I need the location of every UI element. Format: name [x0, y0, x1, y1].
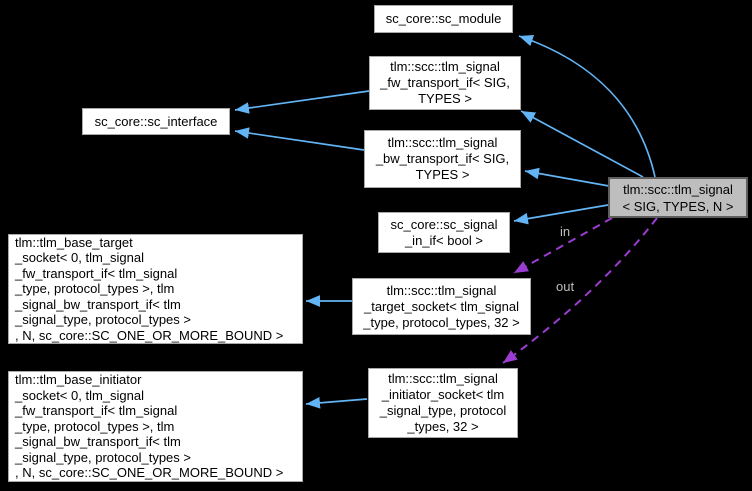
- edge-usage-out: [502, 217, 658, 364]
- node-label: tlm::scc::tlm_signal _target_socket< tlm…: [363, 282, 520, 330]
- edge-tlm-signal-to-fw-if: [520, 110, 644, 178]
- node-tlm-base-initiator-socket[interactable]: tlm::tlm_base_initiator _socket< 0, tlm_…: [8, 371, 303, 482]
- node-label: sc_core::sc_module: [385, 11, 502, 26]
- node-label: sc_core::sc_interface: [94, 113, 218, 129]
- edge-initiator-socket-to-base-initiator: [305, 397, 368, 409]
- edge-tlm-signal-to-bw-if: [524, 167, 610, 187]
- node-label: tlm::tlm_base_target _socket< 0, tlm_sig…: [15, 234, 284, 343]
- edge-usage-in: [513, 217, 613, 274]
- node-sc-core-sc-module[interactable]: sc_core::sc_module: [374, 5, 513, 33]
- node-label: sc_core::sc_signal _in_if< bool >: [390, 216, 498, 248]
- node-sc-core-sc-interface[interactable]: sc_core::sc_interface: [82, 108, 230, 135]
- node-tlm-signal-bw-transport-if[interactable]: tlm::scc::tlm_signal _bw_transport_if< S…: [364, 130, 521, 188]
- edge-tlm-signal-to-sc-module: [518, 35, 656, 178]
- node-label: tlm::scc::tlm_signal _initiator_socket< …: [379, 371, 507, 434]
- edge-label-out: out: [556, 279, 575, 294]
- node-tlm-signal-fw-transport-if[interactable]: tlm::scc::tlm_signal _fw_transport_if< S…: [369, 56, 521, 110]
- edge-fw-if-to-sc-interface: [234, 90, 370, 114]
- node-tlm-signal-initiator-socket[interactable]: tlm::scc::tlm_signal _initiator_socket< …: [368, 368, 518, 438]
- node-sc-core-sc-signal-in-if[interactable]: sc_core::sc_signal _in_if< bool >: [378, 212, 510, 253]
- edge-label-in: in: [560, 224, 571, 239]
- node-label: tlm::scc::tlm_signal < SIG, TYPES, N >: [622, 181, 734, 214]
- edge-tlm-signal-to-sc-signal-in-if: [513, 204, 609, 225]
- node-label: tlm::scc::tlm_signal _bw_transport_if< S…: [375, 135, 510, 182]
- node-tlm-signal-target-socket[interactable]: tlm::scc::tlm_signal _target_socket< tlm…: [352, 278, 531, 335]
- node-label: tlm::scc::tlm_signal _fw_transport_if< S…: [380, 59, 510, 106]
- edge-bw-if-to-sc-interface: [234, 127, 365, 151]
- node-tlm-base-target-socket[interactable]: tlm::tlm_base_target _socket< 0, tlm_sig…: [8, 234, 303, 344]
- node-tlm-signal-main[interactable]: tlm::scc::tlm_signal < SIG, TYPES, N >: [608, 177, 748, 218]
- node-label: tlm::tlm_base_initiator _socket< 0, tlm_…: [15, 372, 284, 481]
